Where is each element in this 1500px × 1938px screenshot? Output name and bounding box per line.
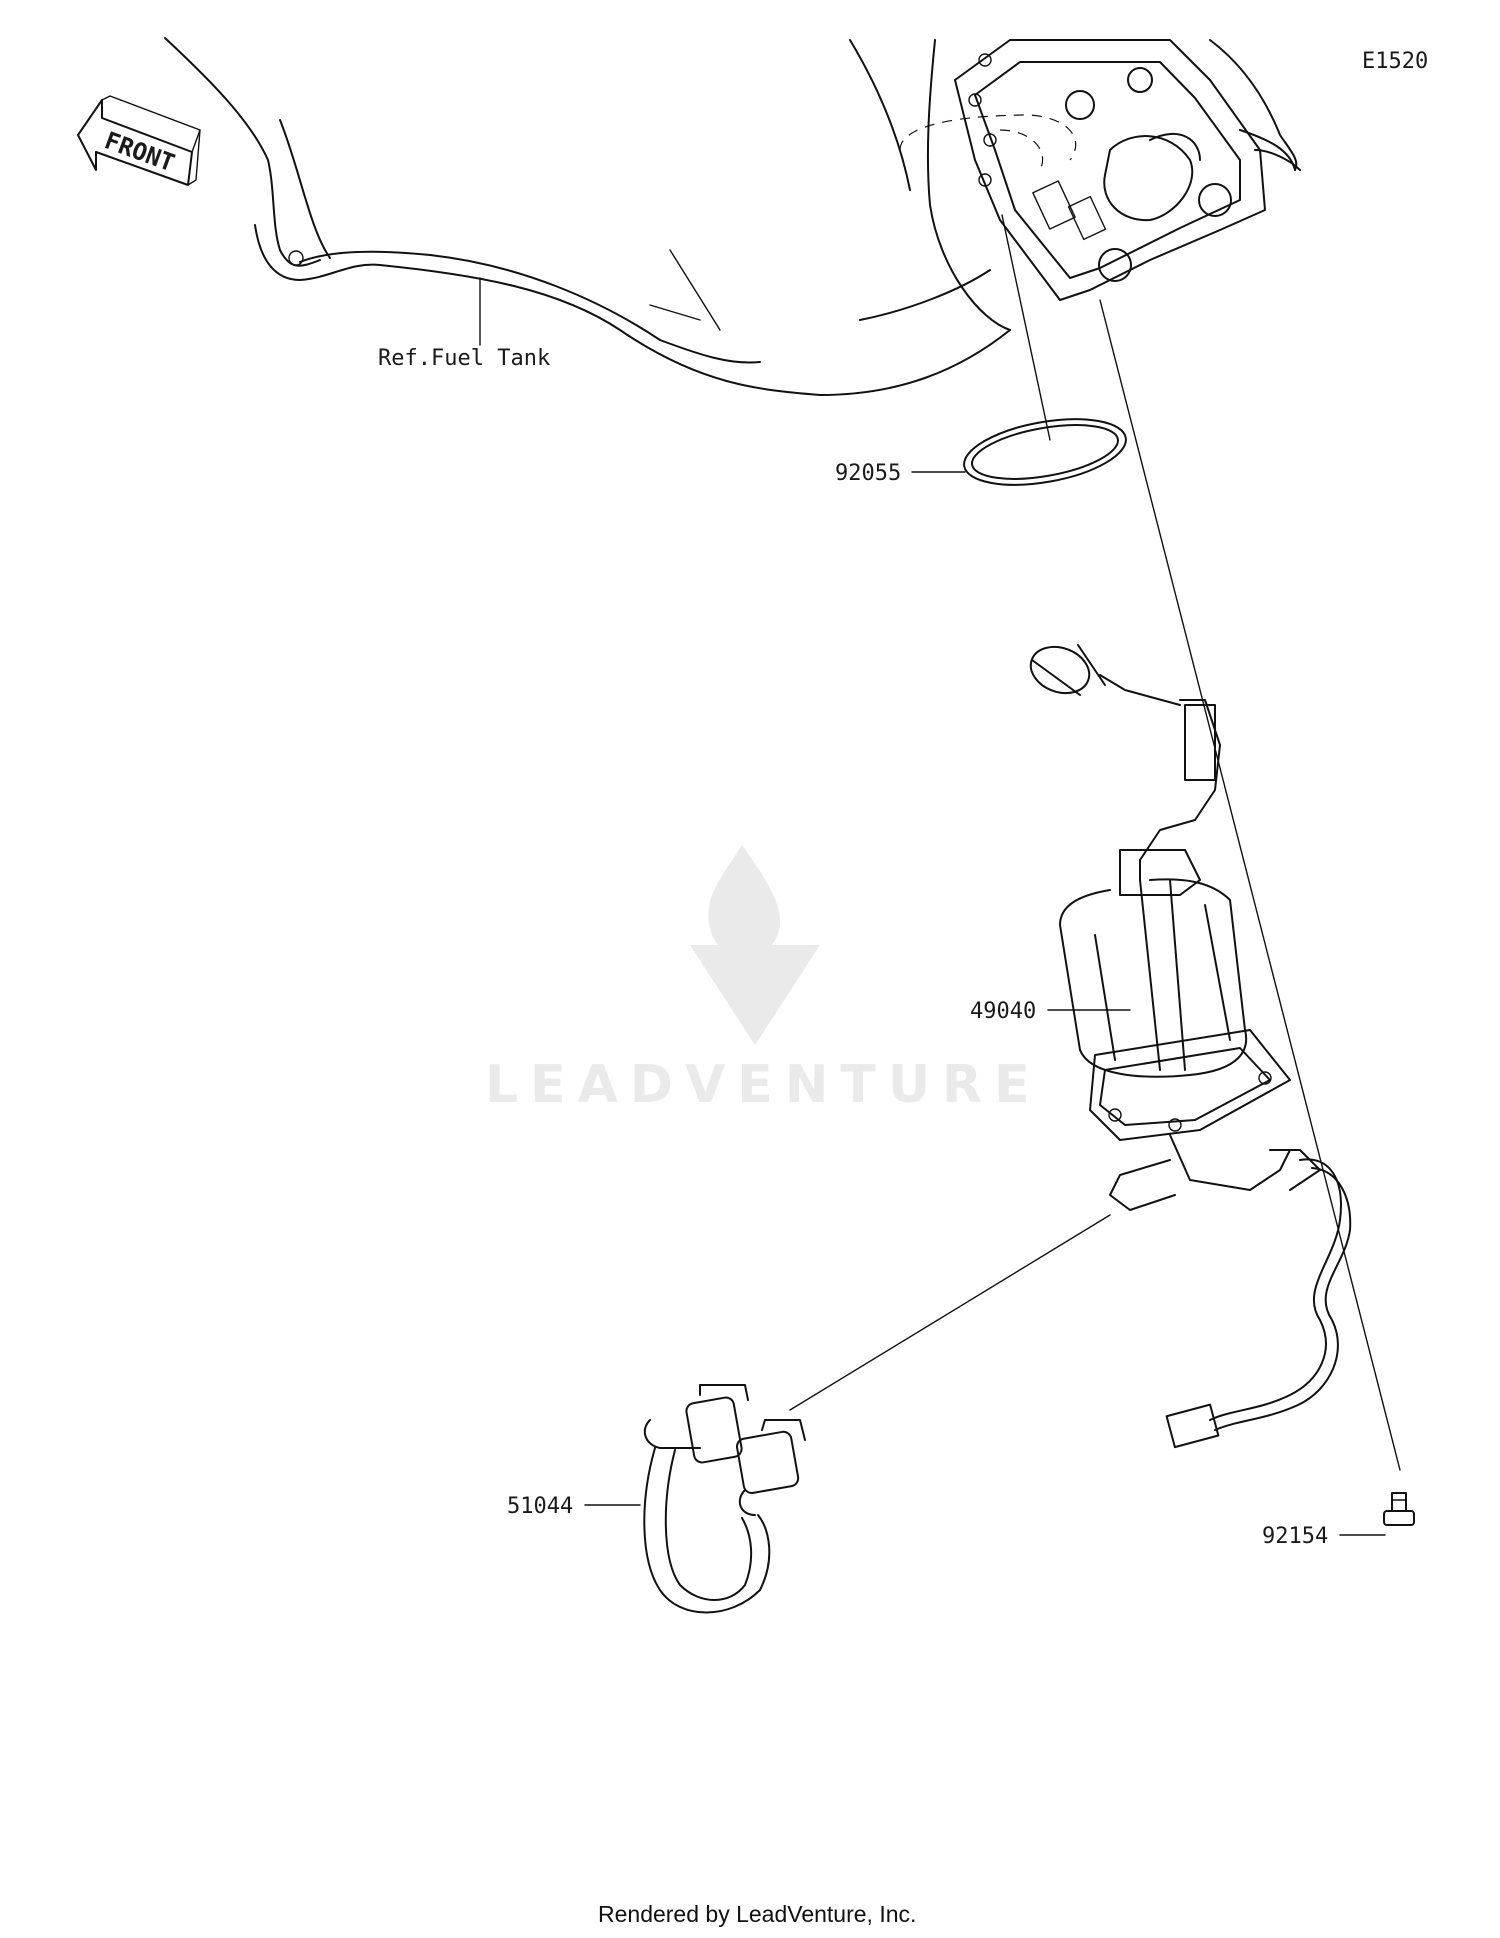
fuel-tank-outline xyxy=(164,37,1298,396)
footer-credit: Rendered by LeadVenture, Inc. xyxy=(598,1901,916,1927)
guide-line-bolt xyxy=(1099,299,1401,1471)
watermark-text: LEADVENTURE xyxy=(485,1055,1042,1115)
guide-line-hose xyxy=(789,1214,1111,1411)
ref-fuel-tank-label: Ref.Fuel Tank xyxy=(378,346,550,371)
tank-mount-plate xyxy=(899,39,1301,301)
bolt-part-number: 92154 xyxy=(1262,1524,1328,1549)
leadventure-watermark: LEADVENTURE xyxy=(485,845,1042,1115)
gasket-part-number: 92055 xyxy=(835,461,901,486)
diagram-code: E1520 xyxy=(1362,49,1428,74)
hose-part-number: 51044 xyxy=(507,1494,573,1519)
gasket-o-ring xyxy=(963,418,1127,486)
guide-line-left xyxy=(1001,214,1051,441)
fuel-hose xyxy=(643,1384,806,1614)
front-arrow-icon: FRONT xyxy=(77,95,201,186)
fuel-pump-part-number: 49040 xyxy=(970,999,1036,1024)
front-label: FRONT xyxy=(101,126,178,177)
fuel-pump-assembly xyxy=(1029,644,1352,1449)
bolt-icon xyxy=(1383,1492,1415,1526)
